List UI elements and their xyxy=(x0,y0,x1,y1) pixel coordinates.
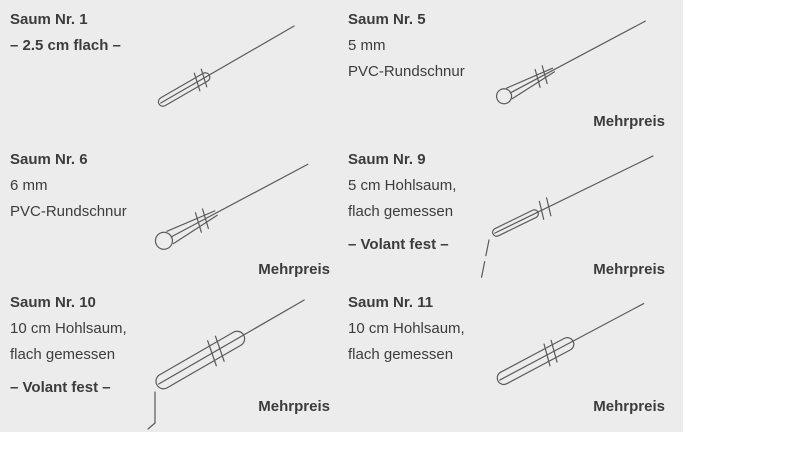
panel-saum-11: Saum Nr. 11 10 cm Hohlsaum, flach gemess… xyxy=(340,283,683,432)
panel-title: Saum Nr. 1 xyxy=(10,11,88,28)
seam-diagram-wide-hollow-hem-icon xyxy=(496,302,645,386)
mehrpreis-label: Mehrpreis xyxy=(593,261,665,278)
panel-line: flach gemessen xyxy=(10,346,116,363)
panel-line: PVC-Rundschnur xyxy=(10,203,127,220)
panel-line: 10 cm Hohlsaum, xyxy=(348,320,465,337)
panel-emphasis: – Volant fest – xyxy=(348,236,449,253)
seam-diagram-cord-hem-icon xyxy=(495,20,646,105)
seam-diagram-hollow-hem-volant-icon xyxy=(480,155,654,281)
panel-line: 10 cm Hohlsaum, xyxy=(10,320,127,337)
panel-text: Saum Nr. 5 5 mm PVC-Rundschnur xyxy=(348,7,465,85)
panel-title: Saum Nr. 5 xyxy=(348,11,426,28)
panel-title: Saum Nr. 6 xyxy=(10,151,88,168)
panel-saum-1: Saum Nr. 1 – 2.5 cm flach – xyxy=(0,0,340,145)
panel-emphasis: – Volant fest – xyxy=(10,379,111,396)
mehrpreis-label: Mehrpreis xyxy=(593,398,665,415)
panel-line: 5 mm xyxy=(348,37,386,54)
mehrpreis-label: Mehrpreis xyxy=(258,261,330,278)
panel-line: 5 cm Hohlsaum, xyxy=(348,177,457,194)
seam-diagram-cord-hem-icon xyxy=(154,163,309,250)
content-background xyxy=(0,0,683,432)
panel-title: Saum Nr. 11 xyxy=(348,294,434,311)
panel-line: flach gemessen xyxy=(348,203,454,220)
panel-title: Saum Nr. 9 xyxy=(348,151,426,168)
seam-diagram-flat-hem-icon xyxy=(157,25,295,107)
panel-line: 6 mm xyxy=(10,177,48,194)
panel-saum-6: Saum Nr. 6 6 mm PVC-Rundschnur Mehrpreis xyxy=(0,140,340,285)
mehrpreis-label: Mehrpreis xyxy=(593,113,665,130)
panel-text: Saum Nr. 11 10 cm Hohlsaum, flach gemess… xyxy=(348,290,465,368)
panel-emphasis: – 2.5 cm flach – xyxy=(10,37,121,54)
panel-saum-5: Saum Nr. 5 5 mm PVC-Rundschnur Mehrpreis xyxy=(340,0,683,145)
panel-text: Saum Nr. 10 10 cm Hohlsaum, flach gemess… xyxy=(10,290,127,401)
seam-diagram-wide-hollow-hem-volant-icon xyxy=(147,299,305,430)
panel-title: Saum Nr. 10 xyxy=(10,294,96,311)
panel-text: Saum Nr. 1 – 2.5 cm flach – xyxy=(10,7,121,59)
panel-line: flach gemessen xyxy=(348,346,454,363)
panel-saum-10: Saum Nr. 10 10 cm Hohlsaum, flach gemess… xyxy=(0,283,340,432)
panel-text: Saum Nr. 6 6 mm PVC-Rundschnur xyxy=(10,147,127,225)
mehrpreis-label: Mehrpreis xyxy=(258,398,330,415)
panel-saum-9: Saum Nr. 9 5 cm Hohlsaum, flach gemessen… xyxy=(340,140,683,285)
panel-line: PVC-Rundschnur xyxy=(348,63,465,80)
panel-text: Saum Nr. 9 5 cm Hohlsaum, flach gemessen… xyxy=(348,147,456,258)
